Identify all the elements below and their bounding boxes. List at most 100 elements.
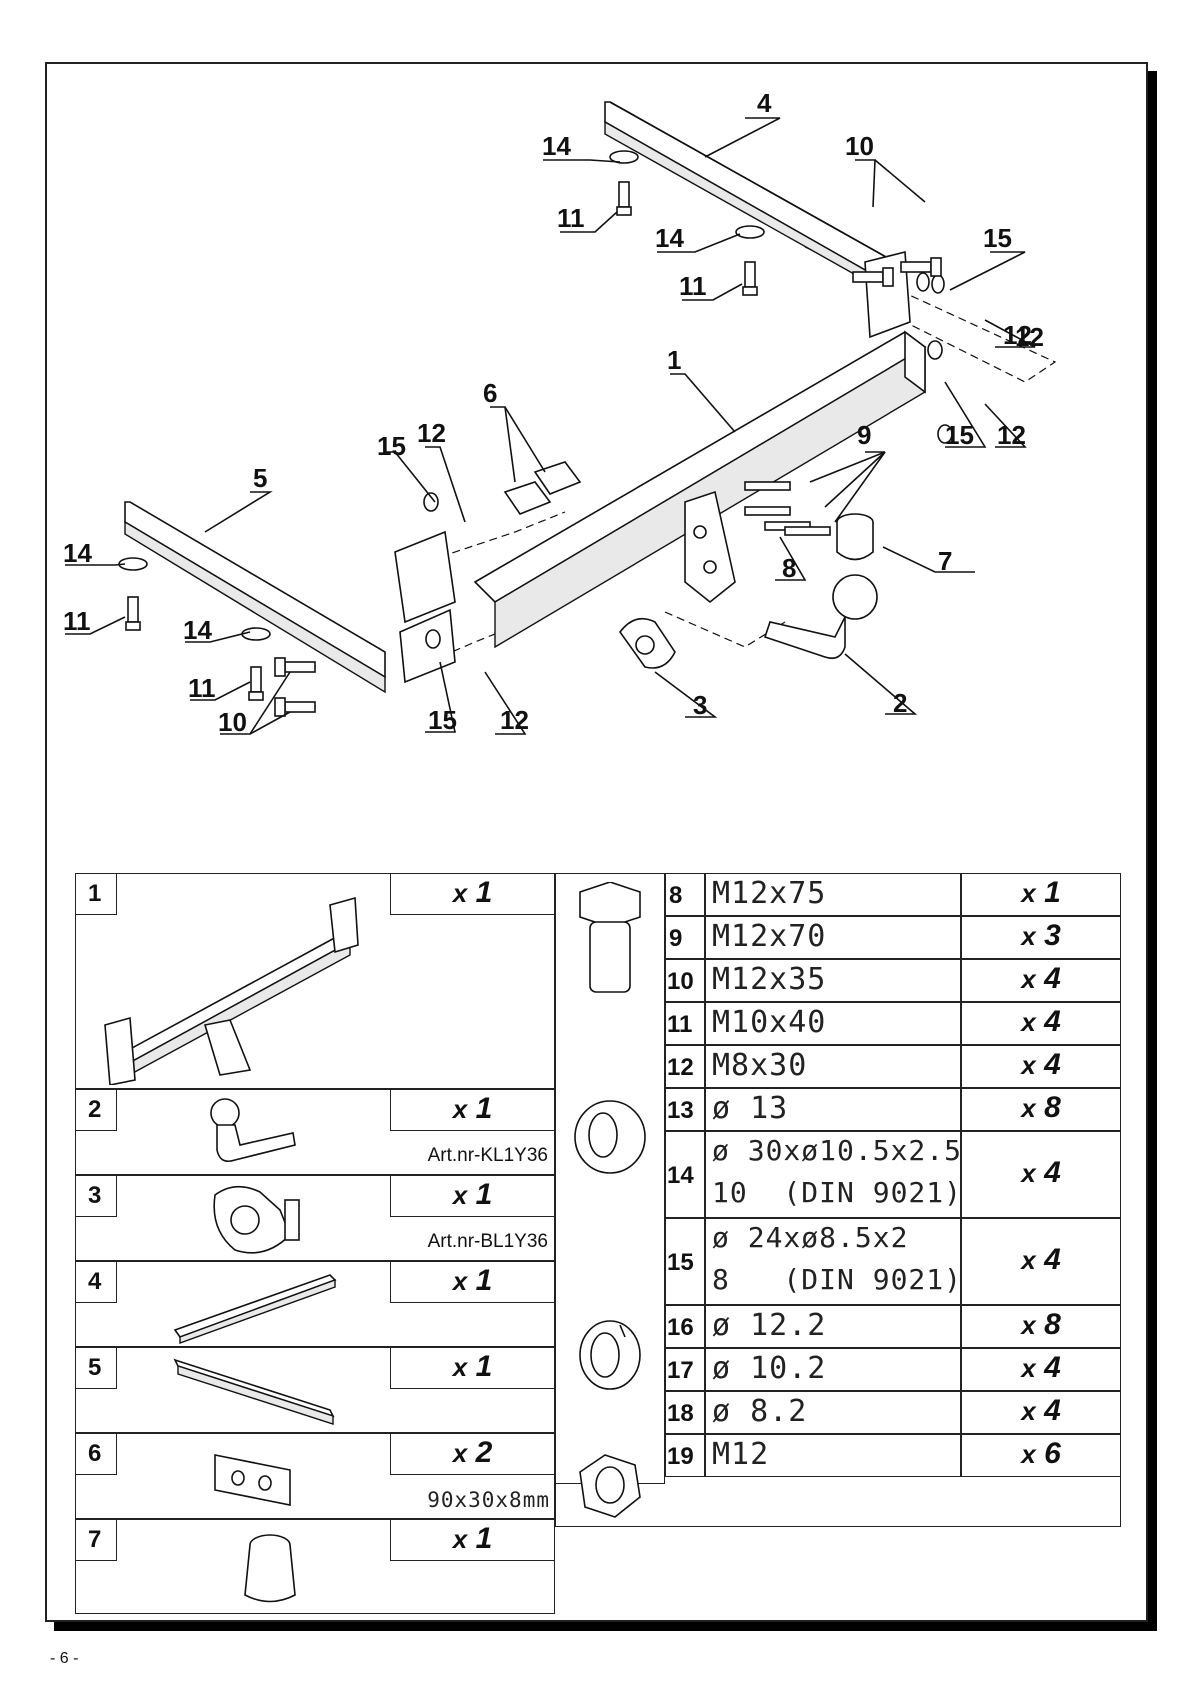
callout-label: 8 [782, 553, 796, 583]
num-cell [665, 1218, 705, 1305]
part-7-illustration [244, 1534, 296, 1603]
part-number: 11 [667, 1011, 693, 1038]
part-6-illustration [214, 1454, 291, 1506]
flat-washer-icon [574, 1100, 646, 1174]
callout-label: 14 [63, 538, 92, 568]
part-qty: x 1 [1021, 876, 1061, 909]
part-number: 18 [667, 1400, 694, 1427]
row-6 [75, 1433, 555, 1519]
callout-label: 12 [1015, 322, 1044, 352]
callout-label: 14 [542, 131, 571, 161]
part-qty: x 4 [1021, 1156, 1061, 1189]
spec-text: M12x35 [712, 962, 827, 997]
spec-text: ø 24xø8.5x2 [712, 1221, 909, 1254]
horizontal-bolts [274, 257, 942, 717]
spring-washer-icon [579, 1320, 641, 1390]
spec-cell [705, 1045, 961, 1088]
num-cell [665, 916, 705, 959]
callout-label: 11 [63, 606, 91, 636]
qty-cell [390, 1347, 555, 1389]
qty-cell [390, 1519, 555, 1561]
part-number: 12 [667, 1054, 694, 1081]
callout-labels: 4 14 10 11 14 15 11 12 1 6 12 15 9 5 15 … [63, 88, 1044, 737]
callout-label: 10 [218, 707, 247, 737]
part-qty: x 4 [1021, 1351, 1061, 1384]
part-qty: x 4 [1021, 1005, 1061, 1038]
part-number: 17 [667, 1357, 694, 1384]
callout-label: 10 [845, 131, 874, 161]
article-number: Art.nr-KL1Y36 [427, 1145, 548, 1166]
num-cell [665, 1088, 705, 1131]
part-number: 2 [88, 1096, 102, 1123]
hex-nut-icon [579, 1454, 641, 1518]
num-cell [665, 1391, 705, 1434]
num-cell [75, 873, 117, 915]
part-qty: x 1 [452, 1522, 493, 1555]
part-number: 10 [667, 968, 694, 995]
callout-label: 11 [188, 673, 216, 703]
row-7 [75, 1519, 555, 1614]
part-number: 5 [88, 1354, 102, 1381]
part-number: 7 [88, 1526, 102, 1553]
callout-label: 14 [655, 223, 684, 253]
qty-cell [390, 873, 555, 915]
callout-label: 12 [997, 420, 1026, 450]
spec-cell [705, 1305, 961, 1348]
leader-lines [65, 117, 1036, 735]
part-qty: x 4 [1021, 1394, 1061, 1427]
part-qty: x 1 [452, 1092, 493, 1125]
spec-cell [705, 916, 961, 959]
part-2-illustration [210, 1098, 296, 1163]
num-cell [665, 1348, 705, 1391]
num-cell [75, 1347, 117, 1389]
callout-label: 12 [417, 418, 446, 448]
spec-text: ø 10.2 [712, 1351, 827, 1386]
num-cell [665, 1305, 705, 1348]
callout-label: 14 [183, 615, 212, 645]
part-qty: x 8 [1021, 1091, 1061, 1124]
part-qty: x 4 [1021, 962, 1061, 995]
part-5-illustration [173, 1358, 335, 1425]
callout-label: 1 [667, 345, 681, 375]
row-3 [75, 1175, 555, 1261]
part-1-illustration [104, 896, 359, 1085]
callout-label: 2 [893, 688, 907, 718]
spec-cell [705, 1131, 961, 1218]
callout-label: 11 [557, 203, 585, 233]
part-number: 14 [667, 1162, 694, 1189]
part-number: 6 [88, 1440, 102, 1467]
callout-label: 11 [679, 271, 707, 301]
part-number: 13 [667, 1097, 694, 1124]
part-qty: x 8 [1021, 1308, 1061, 1341]
spec-cell [705, 1002, 961, 1045]
article-number: Art.nr-BL1Y36 [427, 1231, 548, 1252]
callout-label: 15 [983, 223, 1012, 253]
part-number: 4 [88, 1268, 102, 1295]
qty-cell [390, 1261, 555, 1303]
spec-text: M12x70 [712, 919, 827, 954]
part-4-illustration [173, 1274, 337, 1344]
callout-label: 15 [377, 431, 406, 461]
part-number: 8 [669, 882, 683, 909]
part-qty: x 4 [1021, 1243, 1061, 1276]
callout-label: 7 [938, 546, 952, 576]
part-number: 1 [88, 880, 102, 907]
num-cell [665, 1045, 705, 1088]
spec-text: M12x75 [712, 876, 827, 911]
spec-text: ø 30xø10.5x2.5 [712, 1134, 963, 1167]
num-cell [75, 1519, 117, 1561]
spec-text: ø 12.2 [712, 1308, 827, 1343]
part-qty: x 6 [1021, 1437, 1061, 1470]
num-cell [75, 1261, 117, 1303]
spec-cell [705, 1088, 961, 1131]
row-2 [75, 1089, 555, 1175]
callout-label: 6 [483, 378, 497, 408]
spec-cell [705, 959, 961, 1002]
num-cell [665, 1131, 705, 1218]
spec-text: ø 8.2 [712, 1394, 808, 1429]
row-1 [75, 873, 555, 1089]
exploded-diagram: 4 14 10 11 14 15 11 12 1 6 12 15 9 5 15 … [63, 88, 1057, 737]
callout-label: 3 [693, 690, 707, 720]
callout-label: 12 [1003, 320, 1032, 350]
part-3-illustration [213, 1185, 300, 1254]
